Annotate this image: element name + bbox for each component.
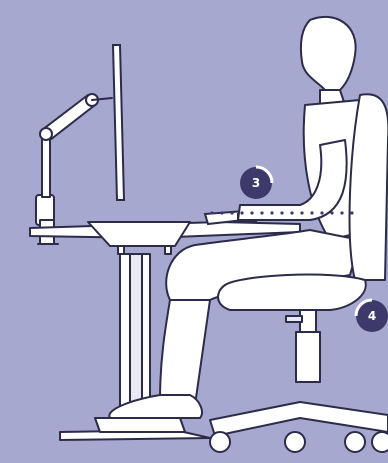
monitor-icon: [113, 45, 124, 200]
marker-badge-4: 4: [356, 300, 388, 332]
marker-badge-3: 3: [240, 167, 272, 199]
marker-badge-4-label: 4: [368, 309, 376, 323]
forearm-level-guide-line: [210, 211, 353, 214]
marker-badge-3-label: 3: [252, 176, 260, 190]
